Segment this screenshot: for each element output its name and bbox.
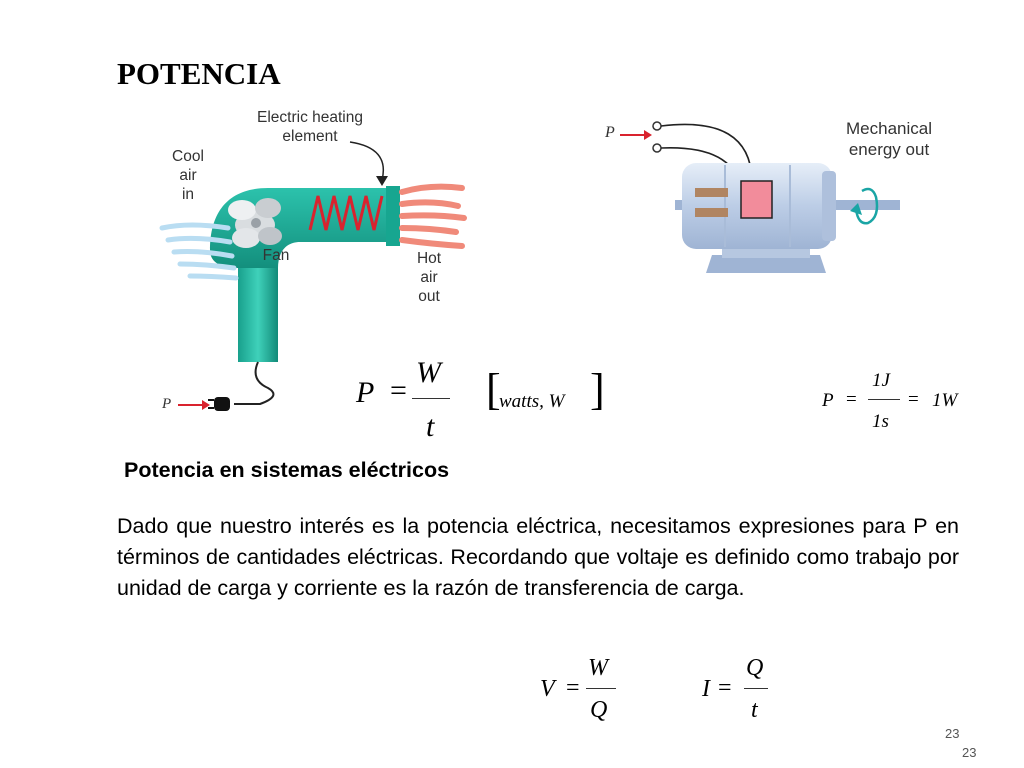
fan-label: Fan	[262, 247, 290, 264]
unit-text: watts, W	[499, 391, 565, 412]
motor-illustration	[620, 121, 900, 273]
voltage-fraction-bar	[586, 688, 616, 689]
motor-base	[706, 255, 826, 273]
page-number-footer: 23	[962, 745, 977, 760]
current-formula-eq: =	[718, 675, 732, 701]
fan-shape	[228, 198, 282, 248]
slide-title: POTENCIA	[117, 56, 281, 91]
motor-power-label: P	[605, 124, 615, 141]
heating-coil-shape	[308, 195, 384, 231]
voltage-formula-den: Q	[590, 697, 608, 723]
bracket-open: [	[486, 365, 501, 414]
current-fraction-bar	[744, 688, 768, 689]
body-paragraph: Dado que nuestro interés es la potencia …	[117, 514, 959, 600]
page-number: 23	[945, 726, 960, 741]
dryer-handle	[238, 260, 278, 362]
current-formula-den: t	[751, 697, 758, 723]
terminal-top	[652, 121, 662, 131]
cool-line2: air	[179, 167, 197, 184]
unit-example-num: 1J	[872, 370, 890, 391]
dryer-nozzle	[386, 186, 400, 246]
cool-line1: Cool	[172, 148, 204, 165]
hair-dryer-illustration	[159, 141, 467, 411]
hot-air-label: Hot air out	[406, 249, 452, 306]
output-line1: Mechanical	[846, 119, 932, 138]
power-formula-eq: =	[390, 374, 407, 407]
mechanical-energy-label: Mechanical energy out	[826, 118, 952, 160]
brush-top	[695, 188, 728, 197]
unit-example-fraction-bar	[868, 399, 900, 400]
power-fraction-bar	[412, 398, 450, 399]
hot-line2: air	[420, 269, 438, 286]
unit-example-rhs: 1W	[932, 390, 958, 411]
unit-example-eq: =	[846, 389, 857, 410]
rotation-arrow	[854, 187, 879, 225]
cool-air-label: Cool air in	[160, 147, 216, 204]
heating-label-arrow	[349, 141, 384, 181]
power-formula-num: W	[416, 356, 441, 389]
power-cord	[234, 361, 275, 405]
power-formula-den: t	[426, 410, 435, 443]
heating-element-label: Electric heating element	[240, 108, 380, 146]
output-line2: energy out	[848, 140, 930, 159]
unit-example-lhs: P	[822, 390, 834, 411]
brush-bottom	[695, 208, 728, 217]
section-subtitle: Potencia en sistemas eléctricos	[124, 458, 450, 482]
terminal-box	[740, 180, 773, 219]
cool-line3: in	[181, 186, 195, 203]
hot-air-streaks	[399, 183, 467, 249]
unit-example-den: 1s	[872, 411, 889, 432]
bracket-close: ]	[590, 365, 605, 414]
terminal-bottom	[652, 143, 662, 153]
unit-example-eq2: =	[908, 389, 919, 410]
voltage-formula-eq: =	[566, 675, 580, 701]
heating-label-line2: element	[282, 128, 338, 145]
current-formula-lhs: I	[702, 676, 710, 702]
voltage-formula-lhs: V	[540, 676, 555, 702]
dryer-power-label: P	[162, 396, 172, 412]
cool-air-streaks	[159, 222, 239, 281]
hot-line3: out	[418, 288, 440, 305]
heating-label-line1: Electric heating	[257, 109, 363, 126]
plug-shape	[214, 397, 230, 411]
power-formula-lhs: P	[356, 376, 375, 409]
hot-line1: Hot	[416, 250, 442, 267]
voltage-formula-num: W	[588, 655, 608, 681]
current-formula-num: Q	[746, 655, 764, 681]
